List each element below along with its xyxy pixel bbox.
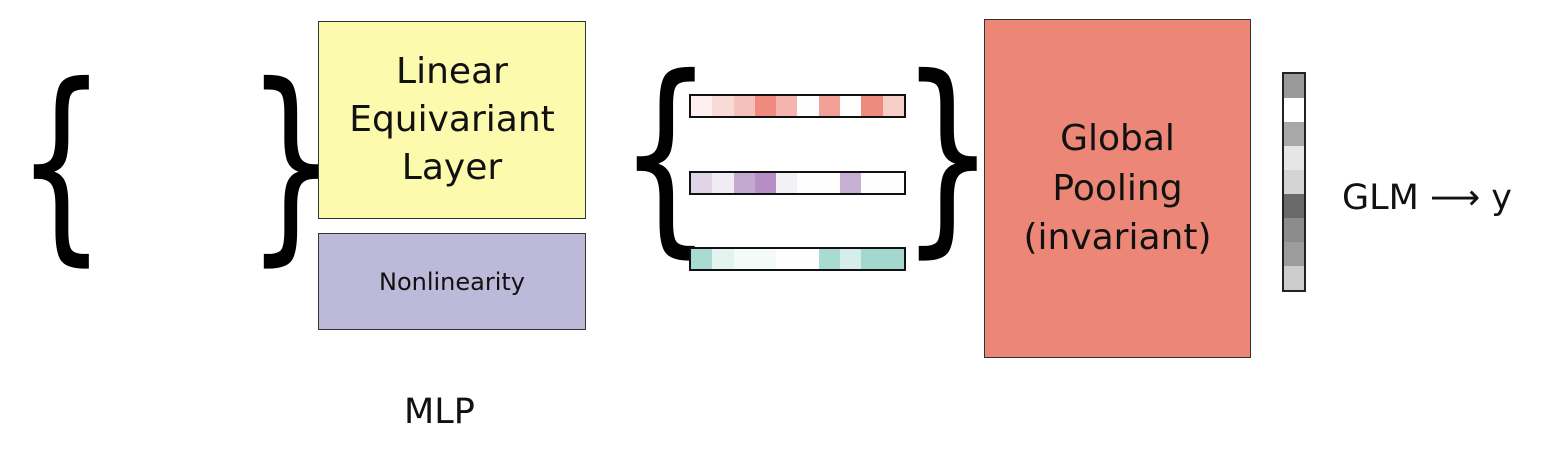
feature-vector-teal-cell (797, 249, 819, 269)
feature-vector-purple-cell (840, 173, 862, 193)
pooled-vector-cell (1284, 194, 1304, 218)
feature-vector-red-cell (797, 96, 819, 116)
pooling-line-3: (invariant) (1023, 217, 1212, 259)
feature-vector-purple-cell (818, 173, 841, 193)
feature-vector-teal-cell (733, 249, 755, 269)
feature-vector-purple-cell (776, 173, 798, 193)
linear-equivariant-layer-box: Linear Equivariant Layer (318, 21, 586, 219)
feature-vector-purple-cell (691, 173, 713, 193)
pooled-vector-cell (1284, 98, 1304, 122)
linear-layer-line-1: Linear (396, 51, 508, 93)
pooled-vector-cell (1284, 74, 1304, 98)
nonlinearity-label: Nonlinearity (378, 267, 525, 296)
pooling-line-1: Global (1060, 117, 1175, 159)
feature-vector-red-cell (733, 96, 755, 116)
feature-vector-purple-cell (797, 173, 819, 193)
vector-set-close-brace: } (900, 33, 996, 277)
feature-vector-red-cell (882, 96, 904, 116)
glm-output-label: GLM ⟶ y (1342, 178, 1512, 218)
feature-vector-teal-cell (691, 249, 713, 269)
feature-vector-red-cell (861, 96, 883, 116)
feature-vector-teal-cell (882, 249, 904, 269)
feature-vector-purple-cell (712, 173, 734, 193)
feature-vector-purple-cell (861, 173, 883, 193)
feature-vector-red-cell (818, 96, 841, 116)
feature-vector-teal-cell (818, 249, 841, 269)
global-pooling-label: Global Pooling (invariant) (1023, 114, 1211, 263)
vector-set-open-brace: { (618, 33, 714, 277)
nonlinearity-box: Nonlinearity (318, 233, 586, 330)
feature-vector-purple-cell (754, 173, 777, 193)
feature-vector-teal-cell (861, 249, 883, 269)
feature-vector-red-cell (754, 96, 777, 116)
feature-vector-red (689, 94, 906, 118)
pooled-vector-cell (1284, 122, 1304, 146)
feature-vector-teal-cell (754, 249, 777, 269)
feature-vector-red-cell (691, 96, 713, 116)
pooled-vector (1282, 72, 1306, 292)
global-pooling-box: Global Pooling (invariant) (984, 19, 1251, 358)
linear-layer-line-3: Layer (401, 146, 503, 188)
feature-vector-teal (689, 247, 906, 271)
feature-vector-purple (689, 171, 906, 195)
linear-equivariant-layer-label: Linear Equivariant Layer (349, 48, 555, 192)
left-set-open-brace: { (16, 41, 107, 285)
feature-vector-purple-cell (733, 173, 755, 193)
mlp-label: MLP (404, 392, 475, 432)
pooling-line-2: Pooling (1052, 167, 1183, 209)
feature-vector-teal-cell (840, 249, 862, 269)
linear-layer-line-2: Equivariant (349, 99, 555, 141)
pooled-vector-cell (1284, 146, 1304, 170)
pooled-vector-cell (1284, 218, 1304, 242)
pooled-vector-cell (1284, 242, 1304, 266)
pooled-vector-cell (1284, 266, 1304, 290)
feature-vector-red-cell (840, 96, 862, 116)
feature-vector-teal-cell (776, 249, 798, 269)
feature-vector-red-cell (776, 96, 798, 116)
feature-vector-teal-cell (712, 249, 734, 269)
feature-vector-purple-cell (882, 173, 904, 193)
pooled-vector-cell (1284, 170, 1304, 194)
feature-vector-red-cell (712, 96, 734, 116)
